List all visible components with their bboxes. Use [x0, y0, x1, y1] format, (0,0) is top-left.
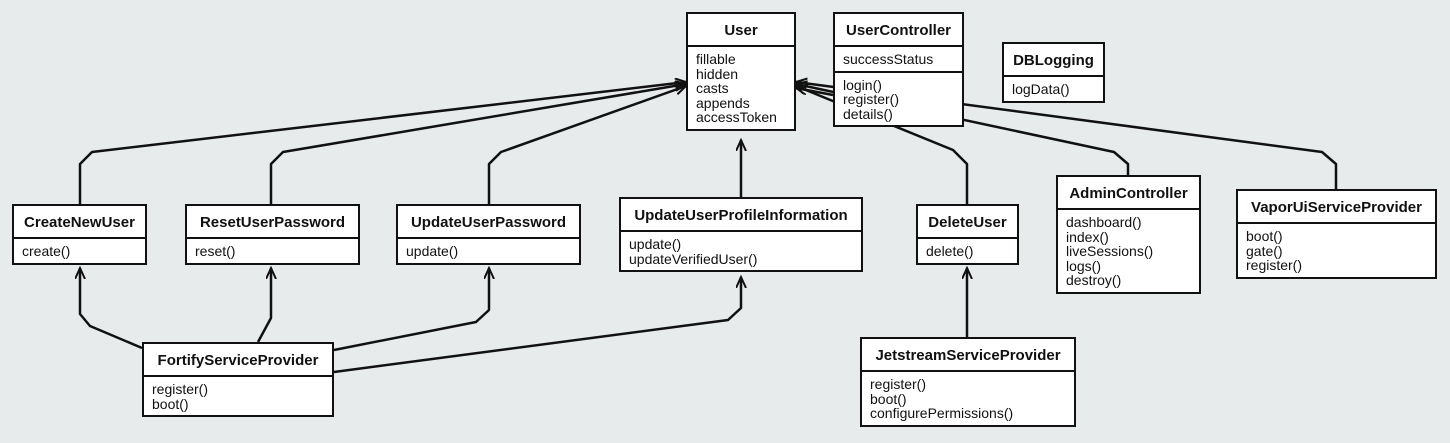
- class-attribute: successStatus: [843, 51, 934, 67]
- class-methods: dashboard()index()liveSessions()logs()de…: [1058, 208, 1199, 292]
- class-name: FortifyServiceProvider: [157, 352, 319, 369]
- class-method: gate(): [1246, 242, 1283, 259]
- relation-create-new-user-to-user: [78, 82, 686, 204]
- class-method: boot(): [152, 395, 189, 412]
- class-name: AdminController: [1069, 185, 1188, 202]
- relation-vapor-ui-service-provider-to-user: [796, 82, 1338, 189]
- class-method: dashboard(): [1066, 214, 1142, 230]
- class-methods: delete(): [918, 237, 1017, 263]
- class-method: updateVerifiedUser(): [629, 250, 758, 267]
- class-method: index(): [1066, 228, 1109, 245]
- class-box-vapor-ui-service-provider: VaporUiServiceProvider boot()gate()regist…: [1236, 189, 1437, 279]
- class-method: create(): [22, 243, 71, 259]
- class-method: update(): [406, 243, 459, 259]
- class-attribute: appends: [696, 94, 750, 111]
- class-box-update-user-profile-information: UpdateUserProfileInformation update()upda…: [619, 197, 863, 272]
- class-name: JetstreamServiceProvider: [875, 347, 1061, 364]
- class-methods: register()boot()configurePermissions(): [862, 370, 1074, 425]
- class-method: register(): [1246, 257, 1303, 273]
- relation-reset-user-password-to-user: [269, 84, 686, 204]
- class-attributes: successStatus: [835, 45, 962, 71]
- class-method: details(): [843, 105, 893, 122]
- class-box-db-logging: DBLogging logData(): [1002, 42, 1105, 103]
- relation-fortify-service-provider-to-update-user-profile-information: [333, 277, 741, 374]
- class-methods: update()updateVerifiedUser(): [621, 230, 861, 270]
- class-methods: logData(): [1004, 75, 1103, 101]
- class-method: register(): [152, 381, 209, 397]
- class-method: register(): [843, 91, 900, 107]
- class-method: destroy(): [1066, 272, 1122, 288]
- class-method: delete(): [926, 243, 974, 259]
- class-method: liveSessions(): [1066, 243, 1154, 259]
- class-box-create-new-user: CreateNewUser create(): [12, 204, 147, 265]
- class-name: UpdateUserPassword: [410, 214, 567, 231]
- class-name: UpdateUserProfileInformation: [634, 207, 848, 224]
- class-box-fortify-service-provider: FortifyServiceProvider register()boot(): [142, 342, 334, 417]
- class-method: reset(): [195, 243, 236, 259]
- class-attribute: hidden: [696, 65, 739, 82]
- class-name: DBLogging: [1013, 52, 1094, 69]
- class-method: register(): [870, 376, 927, 392]
- class-method: logs(): [1066, 257, 1102, 274]
- class-box-reset-user-password: ResetUserPassword reset(): [185, 204, 360, 265]
- class-box-user-controller: UserController successStatus login()regist…: [833, 12, 964, 127]
- class-box-jetstream-service-provider: JetstreamServiceProvider register()boot()…: [860, 337, 1076, 427]
- class-methods: boot()gate()register(): [1238, 222, 1435, 277]
- class-method: login(): [843, 76, 882, 93]
- class-methods: update(): [398, 237, 579, 263]
- class-methods: register()boot(): [144, 375, 332, 415]
- relation-update-user-password-to-user: [487, 86, 686, 204]
- relation-fortify-service-provider-to-reset-user-password: [256, 268, 271, 343]
- class-name: User: [724, 22, 758, 39]
- class-method: configurePermissions(): [870, 405, 1014, 421]
- class-name: CreateNewUser: [24, 214, 135, 231]
- relation-fortify-service-provider-to-update-user-password: [333, 268, 489, 352]
- class-box-update-user-password: UpdateUserPassword update(): [396, 204, 581, 265]
- class-box-delete-user: DeleteUser delete(): [916, 204, 1019, 265]
- class-name: UserController: [845, 22, 952, 39]
- class-method: logData(): [1012, 81, 1070, 97]
- class-method: update(): [629, 236, 682, 252]
- class-methods: login()register()details(): [835, 70, 962, 126]
- class-method: boot(): [1246, 228, 1283, 244]
- class-name: ResetUserPassword: [199, 214, 346, 231]
- class-box-admin-controller: AdminController dashboard()index()liveSes…: [1056, 175, 1201, 294]
- class-attribute: fillable: [696, 51, 736, 67]
- relation-fortify-service-provider-to-create-new-user: [80, 268, 143, 350]
- class-name: DeleteUser: [928, 214, 1007, 231]
- class-attribute: casts: [696, 80, 729, 96]
- class-methods: create(): [14, 237, 145, 263]
- class-methods: reset(): [187, 237, 358, 263]
- class-method: boot(): [870, 390, 907, 407]
- relation-user-controller-to-user: [796, 88, 834, 97]
- class-attribute: accessToken: [696, 109, 777, 125]
- class-name: VaporUiServiceProvider: [1251, 199, 1422, 216]
